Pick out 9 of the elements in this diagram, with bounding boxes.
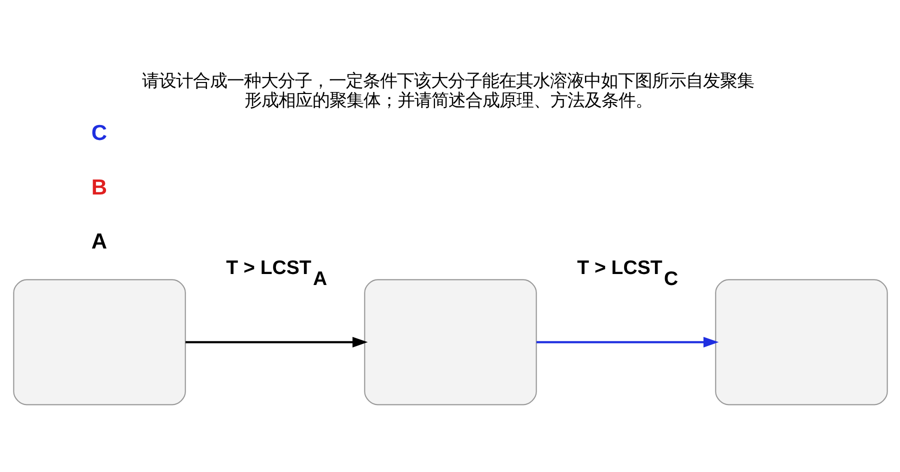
node-box xyxy=(714,278,888,405)
label: A xyxy=(90,228,107,254)
node-box xyxy=(12,278,186,405)
label: C xyxy=(90,120,107,145)
arrow xyxy=(184,336,368,347)
arrow xyxy=(536,336,718,347)
label: B xyxy=(90,174,107,199)
node-box xyxy=(364,278,536,405)
diagram-title: 请设计合成一种大分子，一定条件下该大分子能在其水溶液中如下图所示自发聚集形成相应的聚集体；并请简述合成原理、方法及条件。 xyxy=(141,71,754,111)
